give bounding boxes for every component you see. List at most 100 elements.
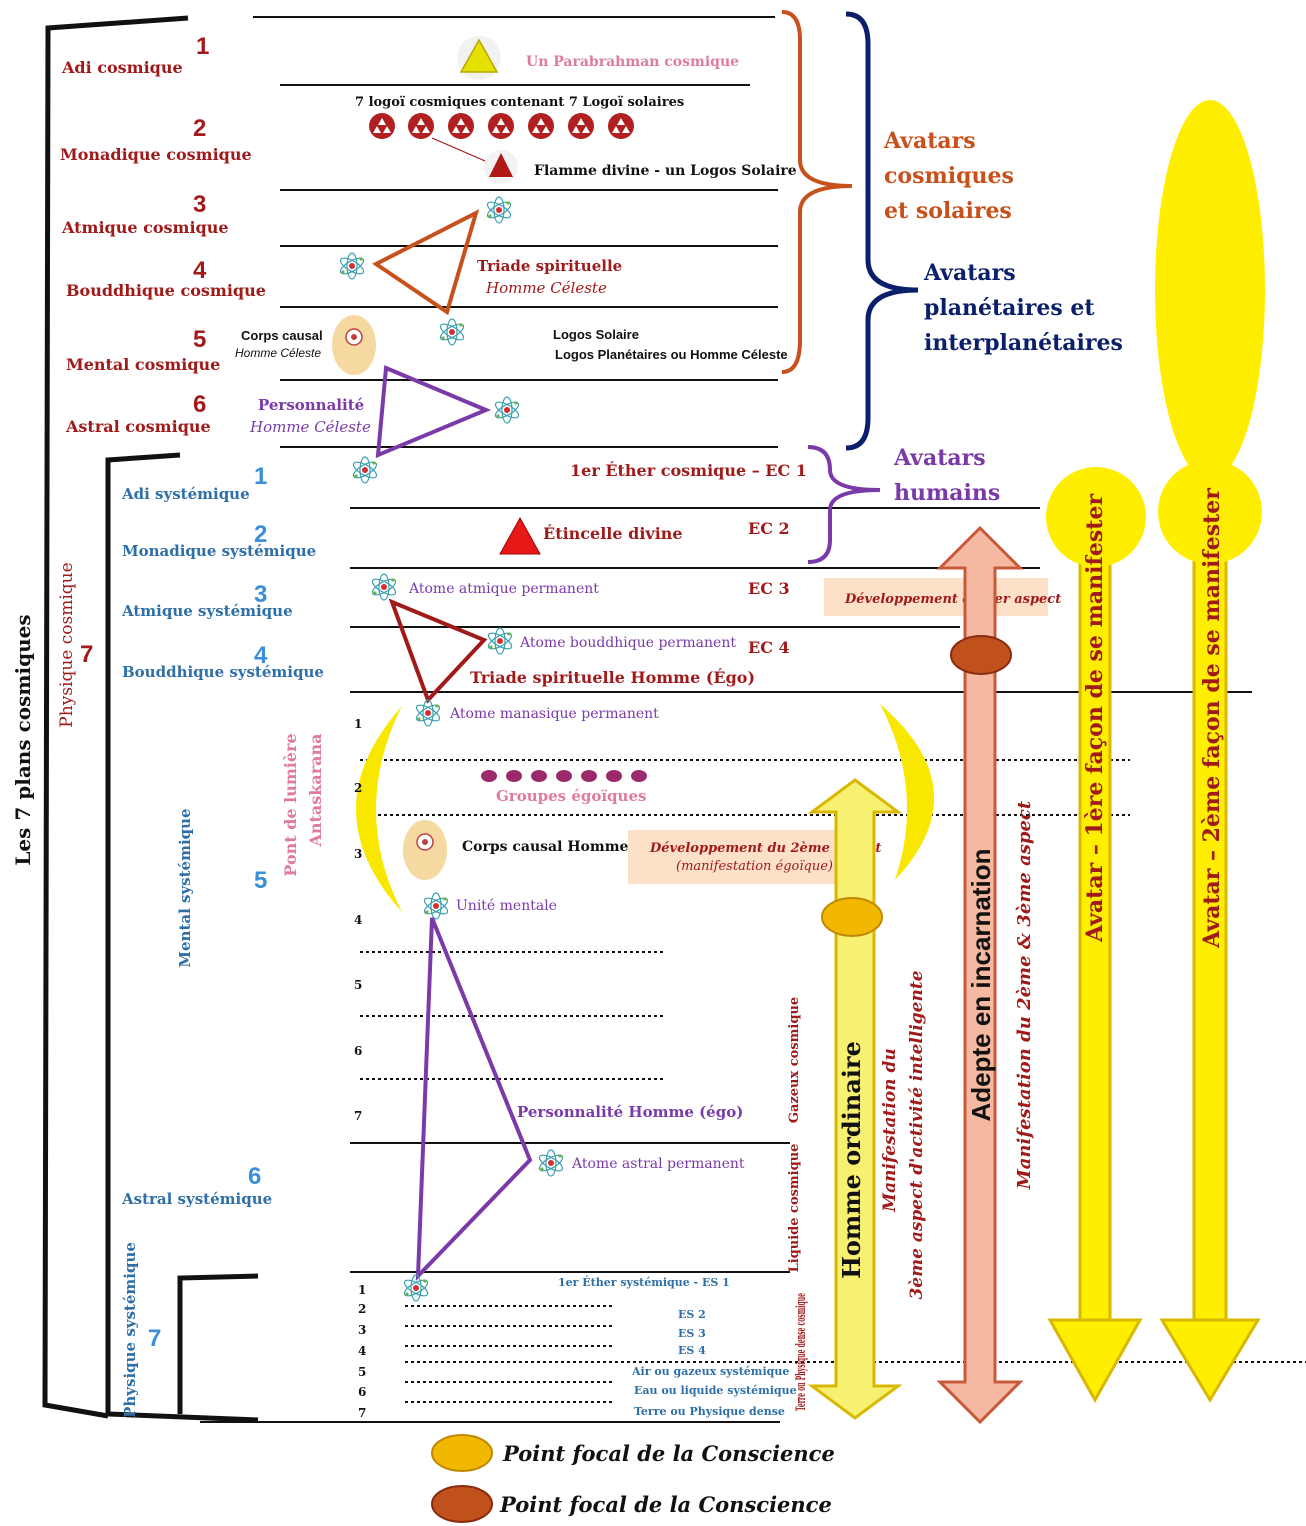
cosmic-num-6: 6 <box>193 391 206 418</box>
adepte-label: Adepte en incarnation <box>966 848 996 1121</box>
pont-line2: Antaskarana <box>306 733 325 847</box>
avatar2-shape <box>1155 100 1265 1403</box>
ec1-label: 1er Éther cosmique – EC 1 <box>570 460 807 480</box>
phys-label-4: ES 4 <box>678 1344 706 1357</box>
etincelle-icon <box>499 516 541 555</box>
cosmic-num-5: 5 <box>193 326 206 353</box>
physique-systemique-bracket <box>177 1273 259 1414</box>
system-name-6: Astral systémique <box>121 1190 272 1208</box>
focal-point-adepte <box>950 635 1012 675</box>
avatars-humains-line1: Avatars <box>893 445 986 471</box>
phys-label-6: Eau ou liquide systémique <box>634 1384 797 1397</box>
dev2-line1: Développement du 2ème aspect <box>649 841 881 856</box>
legend-label-2: Point focal de la Conscience <box>499 1492 832 1517</box>
triade-cosmique-sub: Homme Céleste <box>485 279 607 297</box>
atom-icon-9 <box>421 892 451 920</box>
system-num-1: 1 <box>254 463 267 490</box>
flamme-icon <box>484 150 518 184</box>
system-name-4: Bouddhique systémique <box>122 663 324 681</box>
logos-connector <box>431 137 493 165</box>
cosmic-name-4: Bouddhique cosmique <box>66 281 266 300</box>
cosmic-num-1: 1 <box>196 33 209 60</box>
logos-solaire-label: Logos Solaire <box>553 327 639 342</box>
ec2-label: EC 2 <box>748 519 790 538</box>
unite-mentale-label: Unité mentale <box>456 898 557 914</box>
corps-causal-cosmique-sub: Homme Céleste <box>235 346 321 360</box>
dev2-box <box>628 830 866 884</box>
avatar2-label: Avatar – 2ème façon de se manifester <box>1199 488 1225 949</box>
logoi-label: 7 logoï cosmiques contenant 7 Logoï sola… <box>355 95 684 110</box>
ec3-label: EC 3 <box>748 579 790 598</box>
groupes-egoiques-dots <box>481 770 647 782</box>
avatar1-shape <box>1046 467 1146 1404</box>
triade-homme-triangle <box>388 598 488 704</box>
system-num-6: 6 <box>248 1163 261 1190</box>
brace-planetaires <box>845 11 919 451</box>
groupes-egoiques-label: Groupes égoïques <box>496 787 646 805</box>
phys-num-5: 5 <box>358 1365 366 1379</box>
triade-homme-label: Triade spirituelle Homme (Égo) <box>470 667 755 687</box>
logoi-circles <box>369 113 634 139</box>
phys-num-6: 6 <box>358 1385 366 1399</box>
atome-manasique-label: Atome manasique permanent <box>449 706 659 722</box>
avatars-cosmiques-label: Avatars cosmiques et solaires <box>883 128 1014 224</box>
avatars-planetaires-line1: Avatars <box>923 260 1016 286</box>
avatars-cosmiques-line3: et solaires <box>884 198 1012 224</box>
corps-causal-homme-label: Corps causal Homme <box>462 839 629 855</box>
phys-num-4: 4 <box>358 1344 366 1358</box>
mental-sub-7: 7 <box>354 1109 362 1123</box>
phys-num-3: 3 <box>358 1323 366 1337</box>
terre-cosmique-label: Terre ou Physique dense cosmique <box>794 1293 809 1411</box>
avatars-planetaires-line2: planétaires et <box>924 295 1095 321</box>
legend: Point focal de la Conscience Point focal… <box>431 1434 835 1523</box>
system-name-5: Mental systémique <box>176 808 194 967</box>
phys-label-7: Terre ou Physique dense <box>634 1405 785 1418</box>
atom-icon-3 <box>437 318 467 346</box>
atom-icon-6 <box>369 573 399 601</box>
physique-cosmique-label: Physique cosmique <box>57 562 77 727</box>
personnalite-homme-triangle <box>415 917 533 1282</box>
mental-sub-2: 2 <box>354 781 362 795</box>
mental-sub-1: 1 <box>354 717 362 731</box>
outer-bracket <box>42 15 189 1419</box>
atome-astral-label: Atome astral permanent <box>571 1156 745 1172</box>
personnalite-cosmique-sub: Homme Céleste <box>249 418 371 436</box>
system-num-7: 7 <box>148 1325 161 1352</box>
manif3-line2: 3ème aspect d'activité intelligente <box>907 970 927 1299</box>
brace-humains <box>807 445 881 564</box>
legend-swatch-yellow <box>431 1434 493 1472</box>
triade-cosmique-title: Triade spirituelle <box>477 257 622 275</box>
cosmic-name-6: Astral cosmique <box>65 417 211 436</box>
phys-label-5: Air ou gazeux systémique <box>631 1365 789 1378</box>
system-num-5: 5 <box>254 867 267 894</box>
atom-icon-7 <box>485 627 515 655</box>
avatar1-label: Avatar – 1ère façon de se manifester <box>1082 494 1108 944</box>
homme-ordinaire-label: Homme ordinaire <box>837 1041 866 1279</box>
system-num-3: 3 <box>254 581 267 608</box>
brace-cosmiques-solaires <box>781 10 853 374</box>
flamme-label: Flamme divine - un Logos Solaire <box>534 163 797 179</box>
parabrahman-icon <box>457 36 501 80</box>
logos-planetaires-label: Logos Planétaires ou Homme Céleste <box>555 347 788 362</box>
cosmic-name-2: Monadique cosmique <box>60 145 252 164</box>
mental-sub-5: 5 <box>354 978 362 992</box>
personnalite-cosmique-title: Personnalité <box>258 396 364 414</box>
mental-sub-4: 4 <box>354 913 362 927</box>
cosmic-num-2: 2 <box>193 115 206 142</box>
avatars-humains-line2: humains <box>894 480 1000 506</box>
system-name-1: Adi systémique <box>121 485 250 503</box>
system-name-2: Monadique systémique <box>122 542 316 560</box>
mental-subplane-numbers: 1 2 3 4 5 6 7 <box>354 717 362 1123</box>
atome-atmique-label: Atome atmique permanent <box>408 581 599 597</box>
parabrahman-label: Un Parabrahman cosmique <box>526 54 739 70</box>
corps-causal-cosmique-title: Corps causal <box>241 328 323 343</box>
system-planes: 1 Adi systémique 2 Monadique systémique … <box>121 463 324 1418</box>
cosmic-num-4: 4 <box>193 257 207 284</box>
cosmic-planes: 1 Adi cosmique 2 Monadique cosmique 3 At… <box>60 33 266 436</box>
focal-point-ordinaire <box>821 897 883 937</box>
atom-icon-1 <box>484 196 514 224</box>
dev1-label: Développement du 1er aspect <box>844 592 1061 607</box>
manif23-label: Manifestation du 2ème & 3ème aspect <box>1014 800 1035 1190</box>
phys-num-7: 7 <box>358 1406 366 1420</box>
